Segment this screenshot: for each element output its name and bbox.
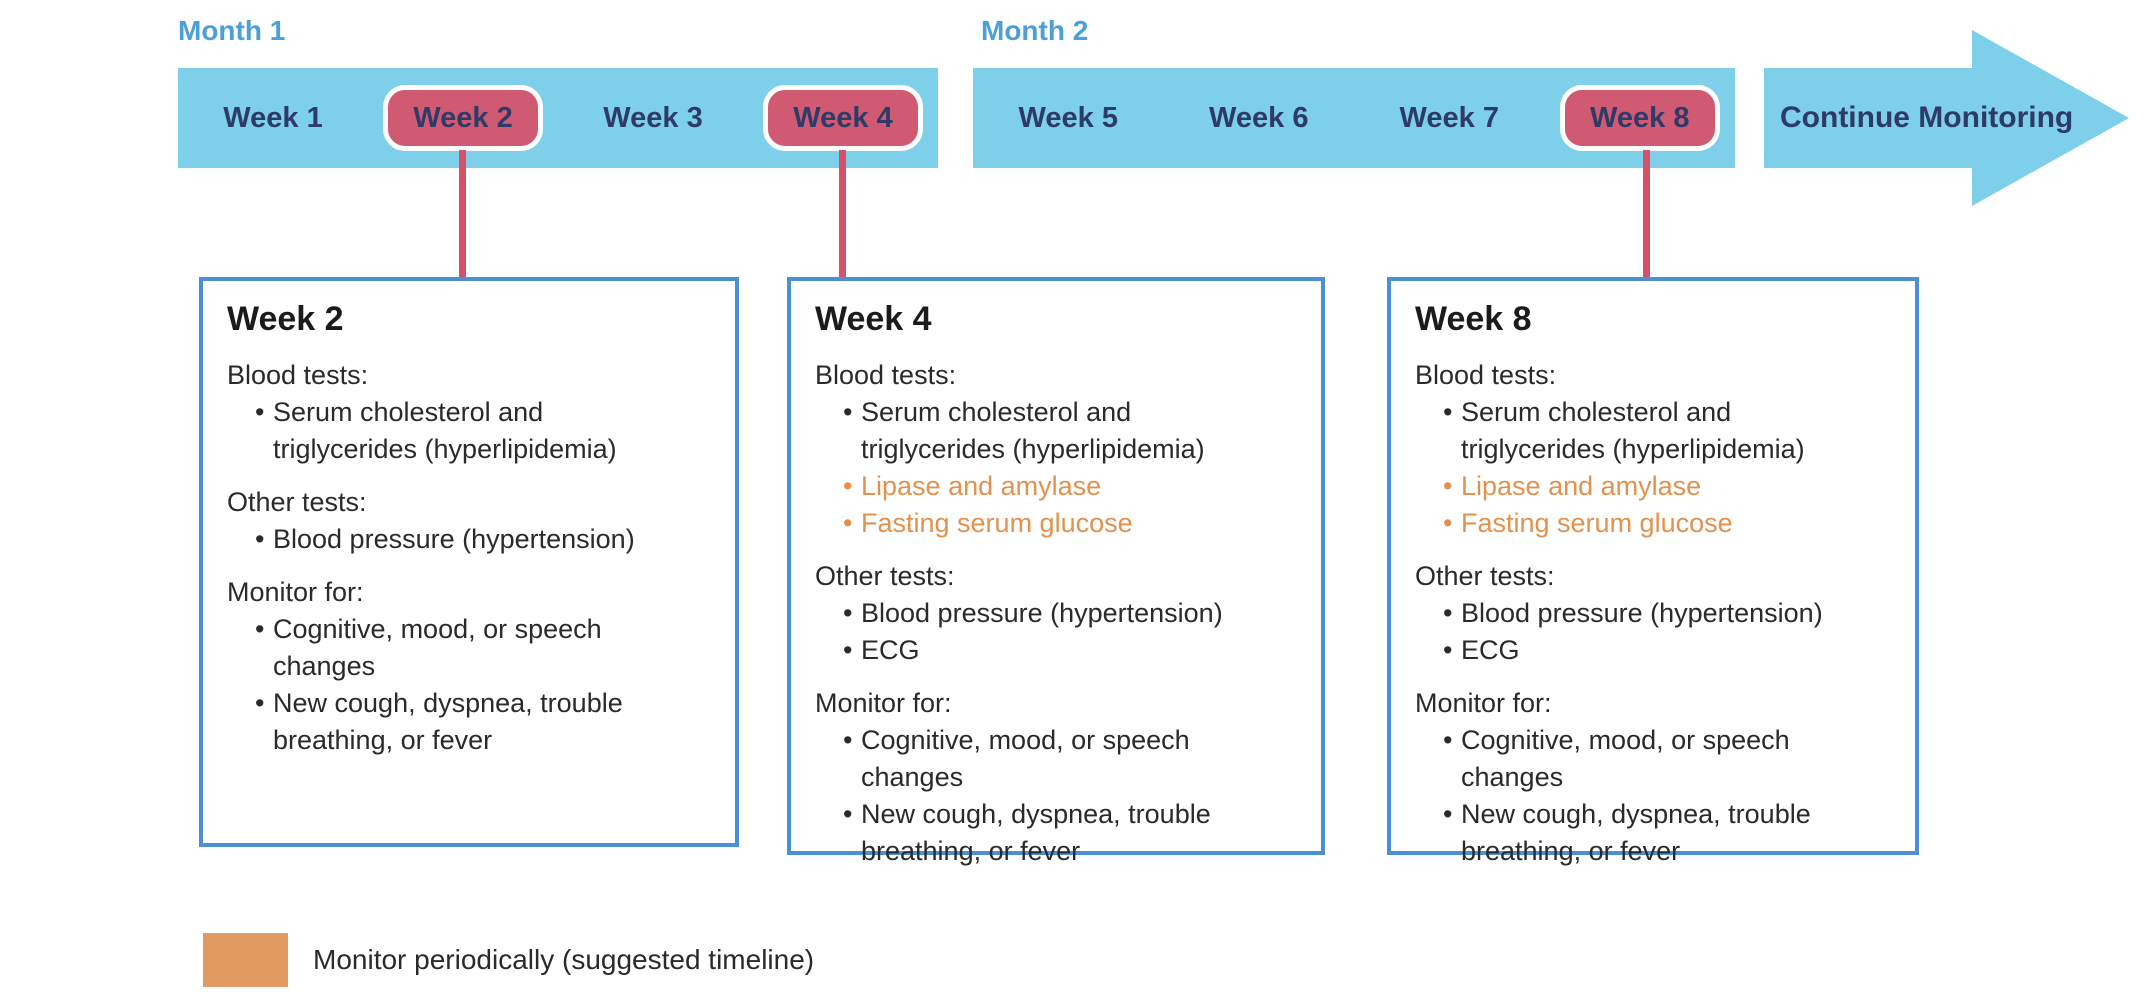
week-8-highlight-pill: Week 8 [1559,85,1720,151]
other-tests-list: Blood pressure (hypertension) ECG [815,595,1297,669]
blood-tests-list: Serum cholesterol and triglycerides (hyp… [815,394,1297,542]
continue-monitoring-arrow-head-icon [1972,30,2129,206]
blood-tests-label: Blood tests: [815,360,957,390]
legend: Monitor periodically (suggested timeline… [203,933,814,987]
week-5-cell: Week 5 [973,68,1164,168]
other-tests-list: Blood pressure (hypertension) ECG [1415,595,1891,669]
week-5-label: Week 5 [1018,101,1118,134]
other-tests-label: Other tests: [815,561,955,591]
week-2-box-title: Week 2 [227,300,344,338]
week-4-detail-box: Week 4 Blood tests: Serum cholesterol an… [787,277,1325,866]
week-1-label: Week 1 [223,101,323,134]
week-4-highlight-pill: Week 4 [763,85,923,151]
timeline-bar-month-2: Week 5 Week 6 Week 7 Week 8 [973,68,1735,168]
list-item: ECG [843,632,1261,669]
monitor-for-label: Monitor for: [815,688,952,718]
other-tests-label: Other tests: [227,487,367,517]
list-item: New cough, dyspnea, trouble breathing, o… [1443,796,1861,870]
week-7-cell: Week 7 [1354,68,1545,168]
list-item-periodic: Lipase and amylase [1443,468,1861,505]
week-4-cell: Week 4 [748,68,938,168]
week-8-connector-line [1643,150,1650,277]
monitor-for-label: Monitor for: [227,577,364,607]
list-item: Blood pressure (hypertension) [1443,595,1861,632]
week-2-label: Week 2 [413,101,513,134]
week-2-cell: Week 2 [368,68,558,168]
month-1-label: Month 1 [178,15,286,46]
monitor-for-list: Cognitive, mood, or speech changes New c… [815,722,1297,870]
list-item: Blood pressure (hypertension) [843,595,1261,632]
blood-tests-list: Serum cholesterol and triglycerides (hyp… [227,394,711,468]
legend-swatch-periodic [203,933,288,987]
list-item: New cough, dyspnea, trouble breathing, o… [843,796,1261,870]
week-8-detail-box: Week 8 Blood tests: Serum cholesterol an… [1387,277,1919,866]
week-4-box-title: Week 4 [815,300,932,338]
week-2-connector-line [459,150,466,277]
list-item: Serum cholesterol and triglycerides (hyp… [843,394,1261,468]
list-item-periodic: Lipase and amylase [843,468,1261,505]
monitor-for-label: Monitor for: [1415,688,1552,718]
week-2-highlight-pill: Week 2 [383,85,543,151]
list-item-periodic: Fasting serum glucose [1443,505,1861,542]
continue-monitoring-label: Continue Monitoring [1780,101,2074,134]
week-8-label: Week 8 [1590,101,1690,134]
legend-label: Monitor periodically (suggested timeline… [313,944,815,975]
list-item-periodic: Fasting serum glucose [843,505,1261,542]
week-4-connector-line [839,150,846,277]
week-6-cell: Week 6 [1164,68,1355,168]
list-item: Blood pressure (hypertension) [255,521,673,558]
list-item: Cognitive, mood, or speech changes [843,722,1261,796]
week-3-cell: Week 3 [558,68,748,168]
continue-monitoring-arrow-body [1764,68,1972,168]
week-6-label: Week 6 [1209,101,1309,134]
timeline-bar-month-1: Week 1 Week 2 Week 3 Week 4 [178,68,938,168]
week-1-cell: Week 1 [178,68,368,168]
monitor-for-list: Cognitive, mood, or speech changes New c… [1415,722,1891,870]
other-tests-list: Blood pressure (hypertension) [227,521,711,558]
list-item: ECG [1443,632,1861,669]
list-item: Cognitive, mood, or speech changes [255,611,673,685]
week-4-label: Week 4 [793,101,893,134]
list-item: New cough, dyspnea, trouble breathing, o… [255,685,673,759]
week-8-box-title: Week 8 [1415,300,1532,338]
week-2-detail-box: Week 2 Blood tests: Serum cholesterol an… [199,277,739,847]
other-tests-label: Other tests: [1415,561,1555,591]
blood-tests-list: Serum cholesterol and triglycerides (hyp… [1415,394,1891,542]
monitor-for-list: Cognitive, mood, or speech changes New c… [227,611,711,759]
week-3-label: Week 3 [603,101,703,134]
month-2-label: Month 2 [981,15,1089,46]
blood-tests-label: Blood tests: [227,360,369,390]
blood-tests-label: Blood tests: [1415,360,1557,390]
list-item: Serum cholesterol and triglycerides (hyp… [255,394,673,468]
week-8-cell: Week 8 [1545,68,1736,168]
list-item: Serum cholesterol and triglycerides (hyp… [1443,394,1861,468]
week-7-label: Week 7 [1399,101,1499,134]
list-item: Cognitive, mood, or speech changes [1443,722,1861,796]
